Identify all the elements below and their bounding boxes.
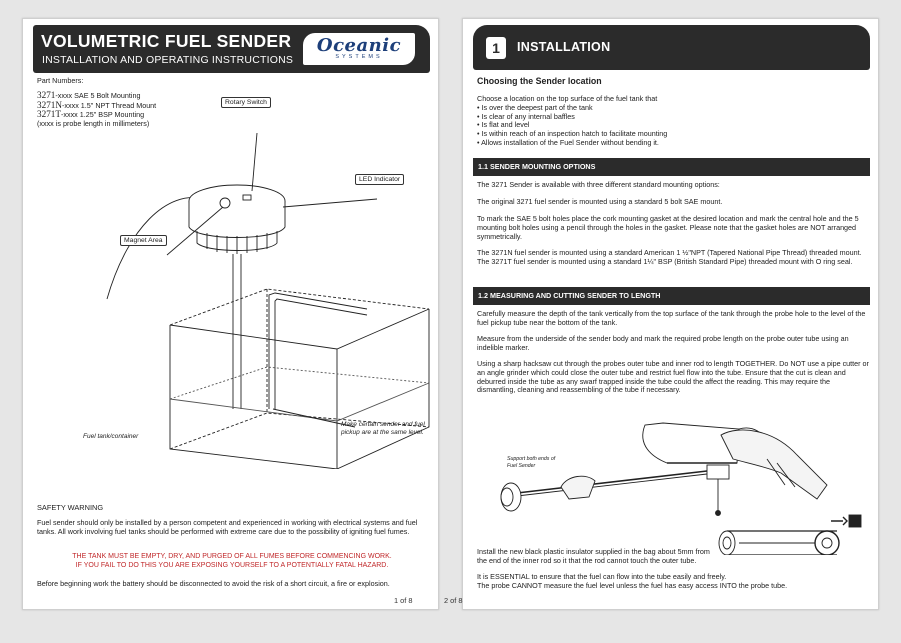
document-title: VOLUMETRIC FUEL SENDER [41, 31, 292, 51]
logo-tagline: SYSTEMS [335, 54, 383, 60]
probe-cutting-illustration [500, 422, 862, 555]
mark-probe-text: Measure from the underside of the sender… [477, 334, 849, 352]
probe-length-note: (xxxx is probe length in millimeters) [37, 118, 150, 128]
document-subtitle: INSTALLATION AND OPERATING INSTRUCTIONS [42, 54, 294, 66]
subsection-mounting-options: 1.1 SENDER MOUNTING OPTIONS [473, 158, 870, 176]
pickup-note-line-2: pickup are at the same level. [341, 429, 424, 436]
section-header: 1 INSTALLATION [473, 25, 870, 70]
part-number-row: 3271-xxxx SAE 5 Bolt Mounting [37, 90, 141, 100]
fuel-tank-label: Fuel tank/container [83, 433, 139, 440]
support-ends-label: Support both ends of Fuel Sender [507, 456, 556, 469]
list-item: • Allows installation of the Fuel Sender… [477, 137, 659, 147]
page-1-header: VOLUMETRIC FUEL SENDER INSTALLATION AND … [33, 25, 430, 73]
page-2: 1 INSTALLATION Choosing the Sender locat… [462, 18, 879, 610]
list-item: • Is within reach of an inspection hatch… [477, 129, 668, 139]
list-item: • Is clear of any internal baffles [477, 111, 575, 121]
mounting-options-intro: The 3271 Sender is available with three … [477, 180, 720, 189]
npt-bsp-mount-text: The 3271N fuel sender is mounted using a… [477, 248, 862, 266]
pickup-note-line-1: Make certain sender and fuel [341, 421, 425, 428]
page-1: VOLUMETRIC FUEL SENDER INSTALLATION AND … [22, 18, 439, 610]
cutting-text: Using a sharp hacksaw cut through the pr… [477, 359, 869, 395]
magnet-area-callout: Magnet Area [120, 235, 167, 246]
sae-mount-text: The original 3271 fuel sender is mounted… [477, 197, 723, 206]
essential-line-2: The probe CANNOT measure the fuel level … [477, 580, 788, 590]
choose-location-list: Choose a location on the top surface of … [477, 94, 869, 148]
essential-line-1: It is ESSENTIAL to ensure that the fuel … [477, 572, 727, 581]
logo-name: Oceanic [316, 35, 402, 56]
choose-location-intro: Choose a location on the top surface of … [477, 94, 658, 103]
choose-location-heading: Choosing the Sender location [477, 76, 602, 86]
list-item: • Is over the deepest part of the tank [477, 102, 593, 112]
measure-depth-text: Carefully measure the depth of the tank … [477, 309, 866, 327]
safety-warning-title: SAFETY WARNING [37, 503, 104, 512]
rotary-switch-callout: Rotary Switch [221, 97, 271, 108]
hazard-warning: THE TANK MUST BE EMPTY, DRY, AND PURGED … [37, 553, 427, 570]
part-number-row: 3271T-xxxx 1.25" BSP Mounting [37, 109, 145, 119]
hazard-warning-line-2: IF YOU FAIL TO DO THIS YOU ARE EXPOSING … [75, 561, 389, 569]
fuel-sender-tank-illustration [106, 132, 430, 469]
subsection-measuring-cutting: 1.2 MEASURING AND CUTTING SENDER TO LENG… [473, 287, 870, 305]
battery-note: Before beginning work the battery should… [37, 579, 390, 588]
part-numbers-list: 3271-xxxx SAE 5 Bolt Mounting 3271N-xxxx… [37, 90, 157, 128]
page-number-2: 2 of 8 [444, 596, 463, 605]
section-number: 1 [486, 37, 506, 59]
safety-warning-body: Fuel sender should only be installed by … [37, 518, 418, 536]
gasket-marking-text: To mark the SAE 5 bolt holes place the c… [477, 214, 859, 241]
section-title: INSTALLATION [517, 40, 611, 54]
part-numbers-label: Part Numbers: [37, 76, 84, 85]
insulator-text: Install the new black plastic insulator … [477, 547, 710, 565]
led-indicator-callout: LED Indicator [355, 174, 405, 185]
page-number-1: 1 of 8 [394, 596, 413, 605]
essential-flow-text: It is ESSENTIAL to ensure that the fuel … [477, 572, 869, 591]
part-number-row: 3271N-xxxx 1.5" NPT Thread Mount [37, 99, 157, 110]
oceanic-logo: Oceanic SYSTEMS [303, 33, 415, 65]
list-item: • Is flat and level [477, 120, 530, 130]
hazard-warning-line-1: THE TANK MUST BE EMPTY, DRY, AND PURGED … [72, 553, 392, 560]
